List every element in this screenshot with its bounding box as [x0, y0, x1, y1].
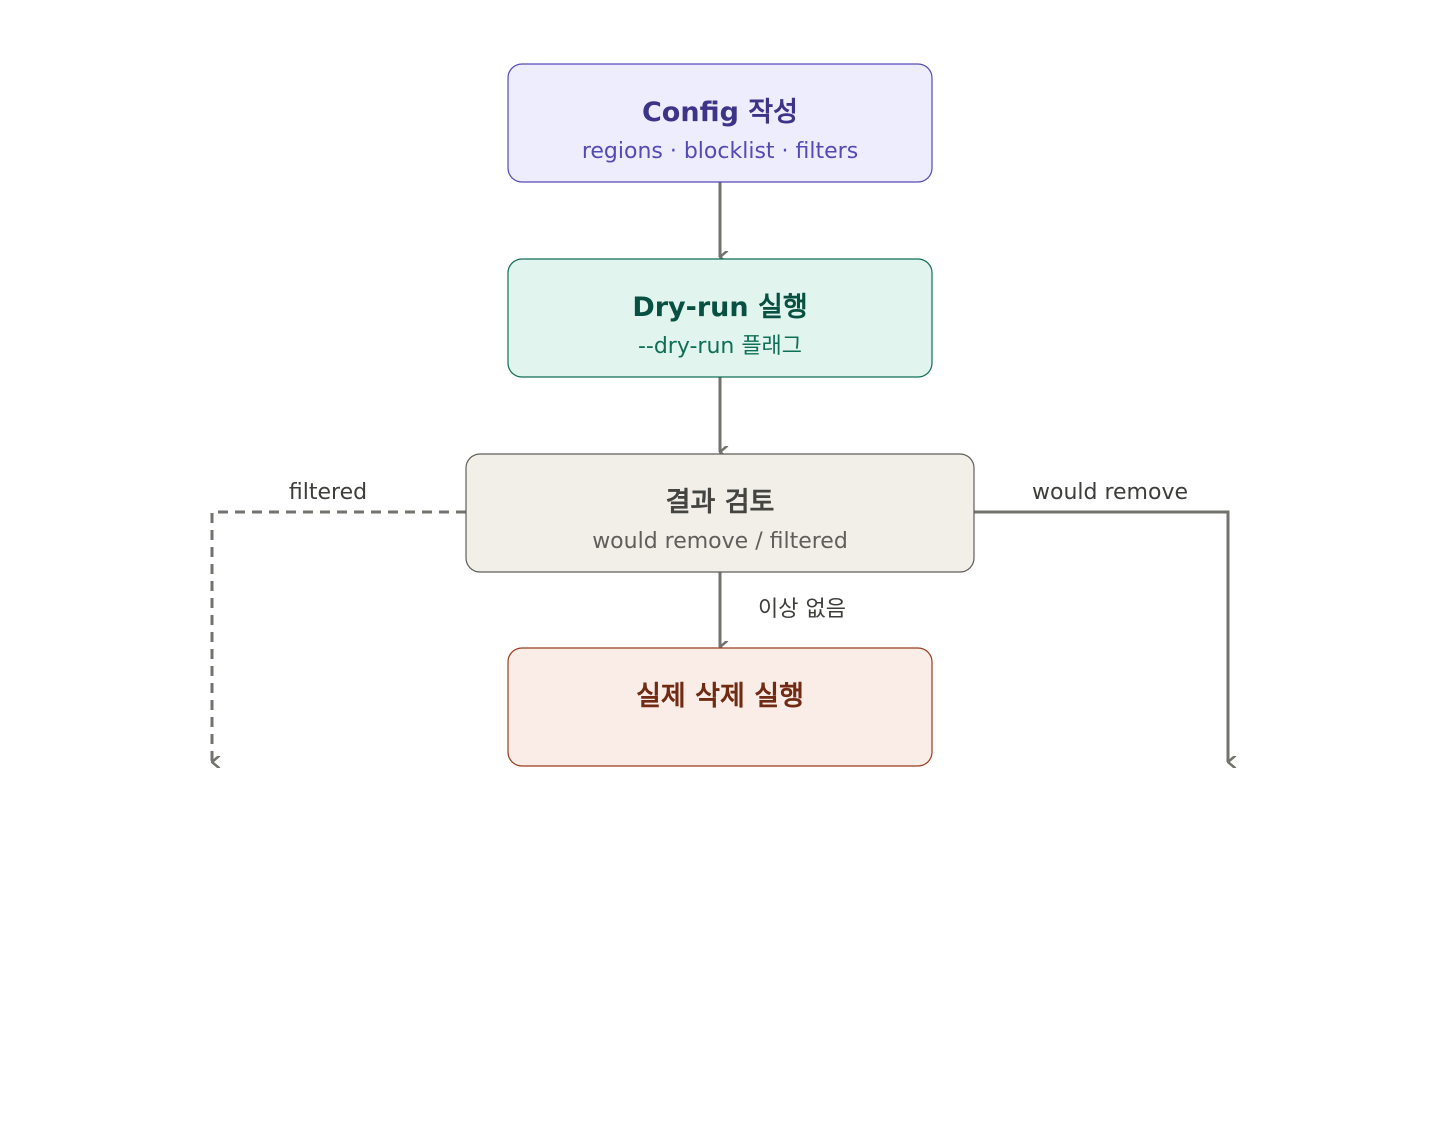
edge-would-remove: [974, 510, 1228, 762]
node-review-box: [465, 453, 975, 573]
node-review-subtitle: would remove / filtered: [592, 529, 848, 554]
node-execute-box: [507, 647, 933, 767]
node-dryrun-box: [507, 258, 933, 378]
node-execute: 실제 삭제 실행: [507, 647, 933, 767]
node-config-subtitle: regions · blocklist · filters: [582, 139, 858, 164]
node-dryrun: Dry-run 실행 --dry-run 플래그: [507, 258, 933, 378]
node-dryrun-title: Dry-run 실행: [632, 292, 807, 323]
node-config: Config 작성 regions · blocklist · filters: [507, 63, 933, 183]
edge-filtered: [210, 510, 466, 762]
edge-label-ok: 이상 없음: [758, 597, 846, 622]
node-review-title: 결과 검토: [666, 487, 775, 518]
node-review: 결과 검토 would remove / filtered: [465, 453, 975, 573]
node-execute-title: 실제 삭제 실행: [636, 681, 804, 712]
edge-label-filtered: filtered: [289, 480, 367, 505]
node-dryrun-subtitle: --dry-run 플래그: [638, 334, 802, 359]
edge-label-would-remove: would remove: [1032, 480, 1188, 505]
node-config-title: Config 작성: [642, 97, 798, 128]
node-config-box: [507, 63, 933, 183]
